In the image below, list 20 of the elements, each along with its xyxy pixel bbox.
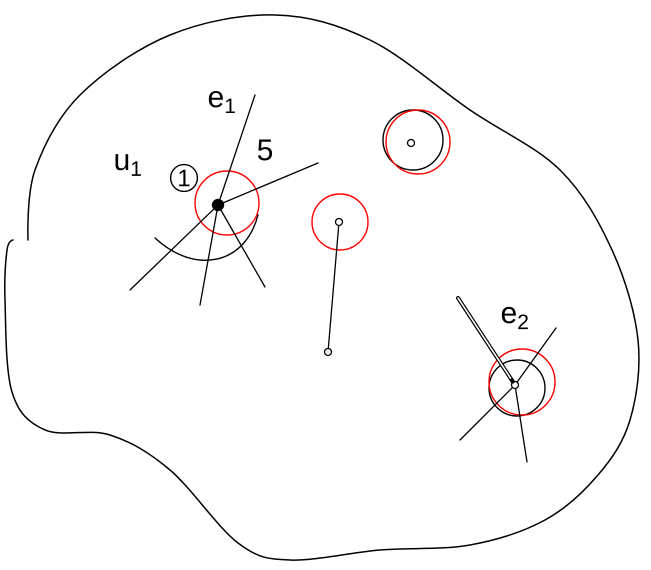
edge-line — [328, 225, 340, 348]
edge-line — [459, 387, 513, 441]
vertex-dot — [324, 348, 332, 356]
vertex-dot — [334, 218, 344, 226]
vertex-dot — [406, 138, 416, 148]
math-label: 5 — [258, 140, 272, 160]
circled-number: 1 — [170, 164, 198, 192]
edge-line — [515, 388, 528, 463]
edge-line — [516, 327, 557, 382]
edge-line — [199, 210, 218, 306]
math-label: e$_{1}$ — [208, 91, 235, 113]
edge-line — [456, 296, 515, 384]
edge-line — [223, 162, 319, 204]
edge-line — [129, 208, 214, 291]
vertex-dot — [510, 380, 520, 390]
vertex-dot — [212, 198, 224, 212]
math-label: u$_{1}$ — [116, 154, 141, 176]
edge-line — [219, 94, 256, 200]
edge-line — [220, 210, 266, 288]
math-label: e$_{2}$ — [502, 306, 528, 330]
